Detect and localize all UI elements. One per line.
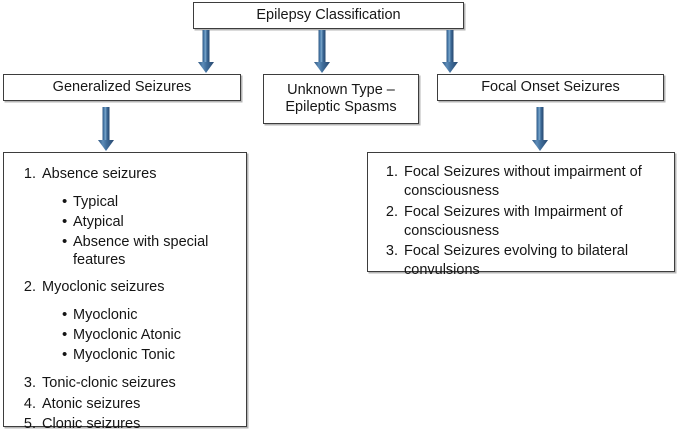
list-item-label: Atypical [73, 213, 124, 230]
box-unknown-type-label-line1: Unknown Type – [287, 81, 395, 98]
box-generalized-seizures-detail[interactable]: 1. Absence seizures • Typical • Atypical… [3, 152, 247, 431]
list-item-number: 5. [23, 416, 36, 431]
arrow-generalized-to-detail [96, 107, 116, 153]
list-item: • Absence with special features [16, 233, 236, 270]
bullet-icon: • [62, 325, 68, 343]
list-item-number: 3. [385, 243, 398, 260]
bullet-icon: • [62, 212, 68, 230]
box-generalized-seizures[interactable]: Generalized Seizures [3, 74, 241, 101]
list-item-number: 2. [385, 203, 398, 220]
myoclonic-subitems: • Myoclonic • Myoclonic Atonic • Myoclon… [16, 306, 236, 365]
list-item-label: Typical [73, 193, 119, 210]
list-item: 5. Clonic seizures [16, 415, 236, 431]
list-item: 1. Focal Seizures without impairment of … [378, 163, 664, 201]
list-item-label: Absence with special features [73, 233, 209, 268]
list-item-label: Absence seizures [42, 166, 157, 182]
box-unknown-type[interactable]: Unknown Type – Epileptic Spasms [263, 74, 419, 124]
absence-subitems: • Typical • Atypical • Absence with spec… [16, 193, 236, 269]
list-item-label: Myoclonic [73, 307, 138, 323]
list-item: 1. Absence seizures [16, 165, 236, 184]
list-item-label: Focal Seizures with Impairment of consci… [404, 203, 623, 239]
list-item-label: Myoclonic seizures [42, 279, 165, 296]
box-epilepsy-classification[interactable]: Epilepsy Classification [193, 2, 464, 29]
list-item-number: 1. [385, 164, 398, 180]
arrow-focal-to-detail [530, 107, 550, 153]
box-epilepsy-classification-label: Epilepsy Classification [256, 6, 401, 23]
list-item: 2. Myoclonic seizures [16, 278, 236, 297]
box-focal-onset-seizures-detail[interactable]: 1. Focal Seizures without impairment of … [367, 152, 675, 278]
box-focal-onset-seizures-label: Focal Onset Seizures [481, 78, 620, 95]
list-item: • Myoclonic Tonic [16, 346, 236, 365]
list-item-label: Clonic seizures [42, 416, 141, 431]
bullet-icon: • [62, 345, 68, 363]
list-item-label: Myoclonic Atonic [73, 326, 181, 343]
list-item: 3. Tonic-clonic seizures [16, 374, 236, 393]
list-item-number: 2. [23, 279, 36, 296]
arrow-root-to-unknown [312, 30, 332, 74]
box-unknown-type-label-line2: Epileptic Spasms [285, 99, 397, 115]
list-item: • Typical [16, 193, 236, 212]
list-item-label: Atonic seizures [42, 395, 141, 412]
list-item: • Myoclonic Atonic [16, 326, 236, 345]
list-item-label: Myoclonic Tonic [73, 346, 176, 363]
list-item: 4. Atonic seizures [16, 395, 236, 414]
list-item: • Atypical [16, 213, 236, 232]
list-item-number: 3. [23, 374, 36, 391]
bullet-icon: • [62, 232, 68, 250]
list-item-label: Tonic-clonic seizures [42, 374, 176, 391]
box-generalized-seizures-label: Generalized Seizures [52, 78, 192, 95]
list-item: 2. Focal Seizures with Impairment of con… [378, 203, 664, 241]
box-focal-onset-seizures[interactable]: Focal Onset Seizures [437, 74, 664, 101]
bullet-icon: • [62, 192, 68, 210]
arrow-root-to-generalized [196, 30, 216, 74]
list-item-number: 4. [23, 395, 36, 412]
list-item-label: Focal Seizures without impairment of con… [404, 164, 642, 199]
list-item-number: 1. [23, 166, 36, 182]
bullet-icon: • [62, 306, 68, 323]
focal-detail-list: 1. Focal Seizures without impairment of … [368, 153, 674, 288]
arrow-root-to-focal [440, 30, 460, 74]
generalized-detail-list: 1. Absence seizures • Typical • Atypical… [4, 153, 246, 431]
generalized-tail-items: 3. Tonic-clonic seizures 4. Atonic seizu… [16, 374, 236, 431]
list-item-label: Focal Seizures evolving to bilateral con… [404, 243, 629, 279]
list-item: • Myoclonic [16, 306, 236, 325]
list-item: 3. Focal Seizures evolving to bilateral … [378, 242, 664, 280]
